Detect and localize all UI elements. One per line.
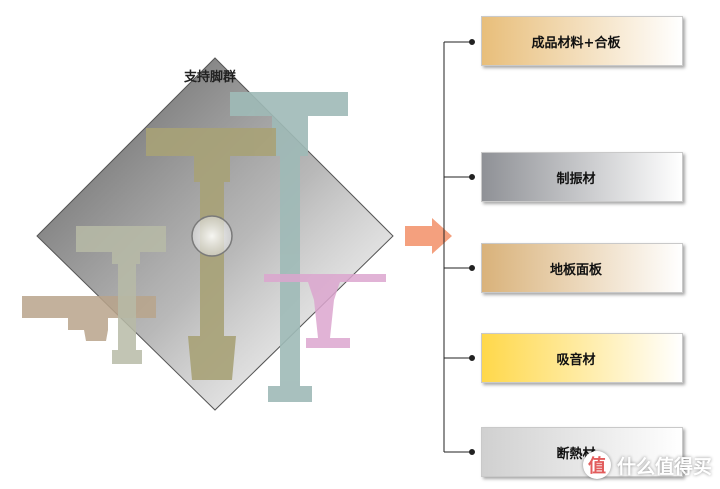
category-label: 制振材 <box>556 171 596 187</box>
pillar-pink <box>264 274 386 348</box>
pillar-teal <box>230 92 348 402</box>
arrow-right-icon <box>405 218 452 254</box>
category-label: 地板面板 <box>549 262 602 278</box>
category-box-1: 制振材 <box>481 152 683 202</box>
watermark-text: 什么值得买 <box>616 455 712 478</box>
pillar-sage <box>76 226 166 364</box>
category-box-3: 吸音材 <box>481 333 683 383</box>
bracket-connector <box>443 39 475 455</box>
pillar-olive <box>146 128 276 380</box>
lens-circle <box>191 215 233 257</box>
category-label: 成品材料+合板 <box>531 35 621 51</box>
category-label: 吸音材 <box>556 352 596 368</box>
pillar-group-label: 支持脚群 <box>183 70 236 85</box>
category-box-2: 地板面板 <box>481 243 683 293</box>
watermark: 值 什么值得买 <box>582 451 712 479</box>
category-box-0: 成品材料+合板 <box>481 16 683 66</box>
watermark-logo-icon: 值 <box>582 451 611 479</box>
